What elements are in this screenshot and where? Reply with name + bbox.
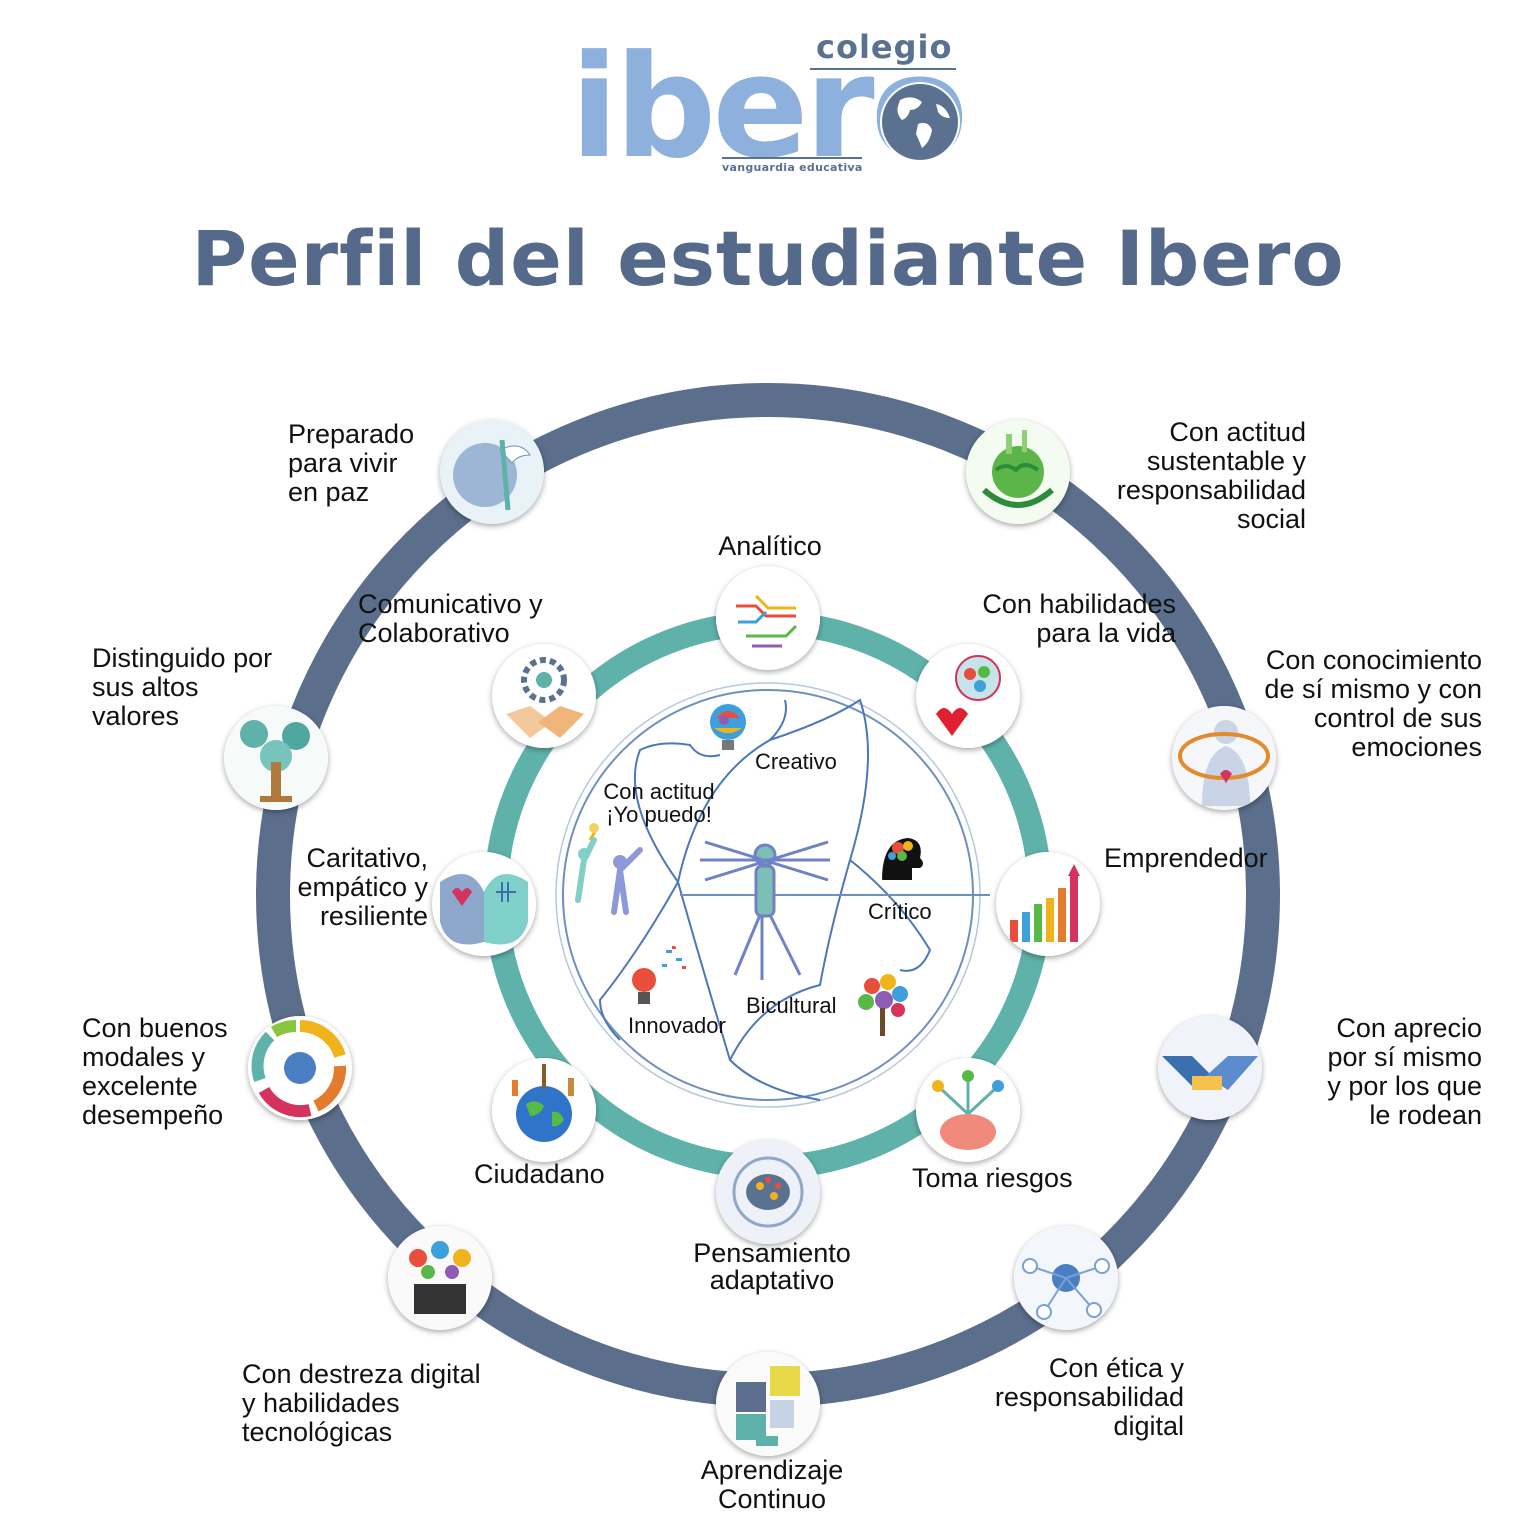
self-awareness-icon (1172, 706, 1276, 810)
world-landmarks-icon (492, 1058, 596, 1162)
green-earth-icon (966, 420, 1070, 524)
label-self-knowledge: Con conocimiento de sí mismo y con contr… (1264, 645, 1482, 762)
label-good-manners: Con buenos modales y excelente desempeño (82, 1013, 228, 1130)
united-hands-icon (248, 1016, 352, 1120)
label-citizen: Ciudadano (474, 1159, 605, 1189)
label-continuous-learning: Aprendizaje Continuo (700, 1455, 844, 1514)
growth-chart-icon (996, 852, 1100, 956)
logo-divider (810, 68, 956, 70)
values-tree-icon (224, 706, 328, 810)
logo-college-text: colegio (816, 28, 953, 66)
label-digital-skills: Con destreza digital y habilidades tecno… (242, 1359, 481, 1447)
laptop-apps-icon (388, 1226, 492, 1330)
label-risk-taker: Toma riesgos (912, 1163, 1073, 1193)
logo-tag-divider (722, 157, 862, 159)
label-communicative: Comunicativo y Colaborativo (358, 589, 543, 648)
circuit-brain-icon (716, 566, 820, 670)
colorful-tree-icon (852, 970, 914, 1040)
label-life-skills: Con habilidades para la vida (982, 589, 1176, 648)
exploding-bulb-icon (616, 940, 692, 1016)
label-can-do-attitude: Con actitud ¡Yo puedo! (603, 779, 715, 827)
colorful-head-icon (872, 830, 928, 886)
label-creative: Creativo (755, 749, 837, 774)
heart-brain-icon (916, 644, 1020, 748)
label-analytical: Analítico (718, 531, 822, 561)
handshake-icon (1158, 1016, 1262, 1120)
collaboration-icon (492, 644, 596, 748)
colorful-bulb-icon (700, 700, 756, 756)
logo-tagline: vanguardia educativa (722, 161, 863, 174)
label-adaptive-thinking: Pensamiento adaptativo (693, 1238, 851, 1295)
label-innovator: Innovador (628, 1013, 726, 1038)
puzzle-center (555, 682, 990, 1108)
label-sustainable-attitude: Con actitud sustentable y responsabilida… (1116, 417, 1306, 534)
label-self-appreciation: Con aprecio por sí mismo y por los que l… (1327, 1013, 1482, 1130)
empathy-heads-icon (432, 852, 536, 956)
globe-icon (880, 82, 960, 162)
vitruvian-figure-icon (700, 840, 830, 980)
school-logo: colegio ibero vanguardia educativa (570, 28, 970, 188)
page-title: Perfil del estudiante Ibero (191, 214, 1345, 303)
label-prepared-for-peace: Preparado para vivir en paz (288, 419, 415, 507)
label-entrepreneur: Emprendedor (1104, 843, 1268, 873)
decision-brain-icon (916, 1058, 1020, 1162)
label-high-values: Distinguido por sus altos valores (92, 643, 273, 731)
label-critical: Crítico (868, 899, 932, 924)
reaching-figures-icon (560, 820, 652, 920)
puzzle-head-icon (716, 1352, 820, 1456)
label-charitable: Caritativo, empático y resiliente (297, 843, 428, 931)
digital-network-icon (1014, 1226, 1118, 1330)
label-bicultural: Bicultural (746, 993, 837, 1018)
label-digital-ethics: Con ética y responsabilidad digital (994, 1353, 1184, 1441)
adaptive-brain-icon (716, 1140, 820, 1244)
peace-dove-icon (440, 420, 544, 524)
